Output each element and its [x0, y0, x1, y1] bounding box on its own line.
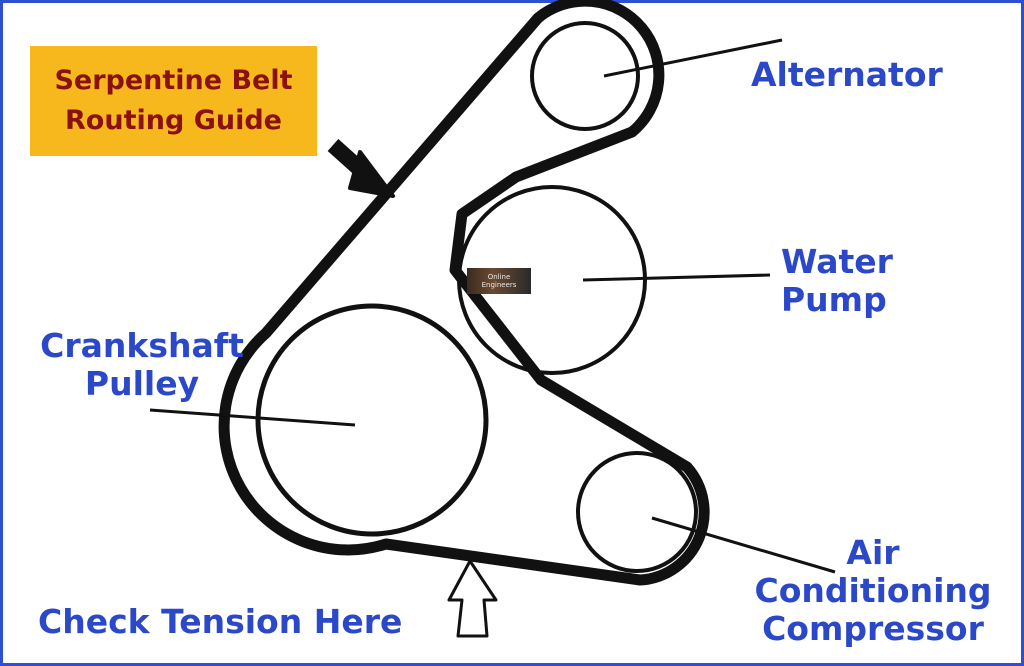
- serpentine-belt: [218, 0, 710, 586]
- crankshaft-pulley: [255, 303, 489, 537]
- title-banner: Serpentine Belt Routing Guide: [30, 46, 317, 156]
- check-tension-label: Check Tension Here: [38, 603, 402, 641]
- ac-label-line-3: Compressor: [762, 609, 984, 648]
- arrow-up-outline-icon: [447, 559, 498, 638]
- crankshaft-leader-line: [149, 408, 356, 427]
- arrow-down-right-icon: [327, 139, 395, 198]
- ac-compressor-leader-line: [651, 516, 836, 574]
- watermark-line-1: Online: [487, 273, 511, 281]
- ac-label-line-2: Conditioning: [754, 571, 992, 610]
- crankshaft-pulley-label: Crankshaft Pulley: [28, 327, 256, 403]
- ac-compressor-pulley: [576, 451, 698, 573]
- title-line-1: Serpentine Belt: [54, 65, 293, 96]
- check-tension-label-text: Check Tension Here: [38, 602, 403, 641]
- water-pump-label-line-1: Water: [781, 242, 893, 281]
- watermark-logo: Online Engineers: [467, 268, 531, 294]
- ac-compressor-label: Air Conditioning Compressor: [735, 534, 1011, 648]
- title-line-2: Routing Guide: [65, 105, 282, 136]
- water-pump-label: Water Pump: [781, 243, 893, 319]
- alternator-pulley: [530, 21, 640, 131]
- alternator-leader-line: [603, 38, 783, 78]
- watermark-line-2: Engineers: [481, 281, 517, 289]
- alternator-label-text: Alternator: [751, 55, 943, 94]
- alternator-label: Alternator: [751, 56, 943, 94]
- crankshaft-label-line-1: Crankshaft: [40, 326, 244, 365]
- ac-label-line-1: Air: [846, 533, 900, 572]
- water-pump-label-line-2: Pump: [781, 280, 887, 319]
- crankshaft-label-line-2: Pulley: [84, 364, 200, 403]
- water-pump-leader-line: [582, 273, 771, 282]
